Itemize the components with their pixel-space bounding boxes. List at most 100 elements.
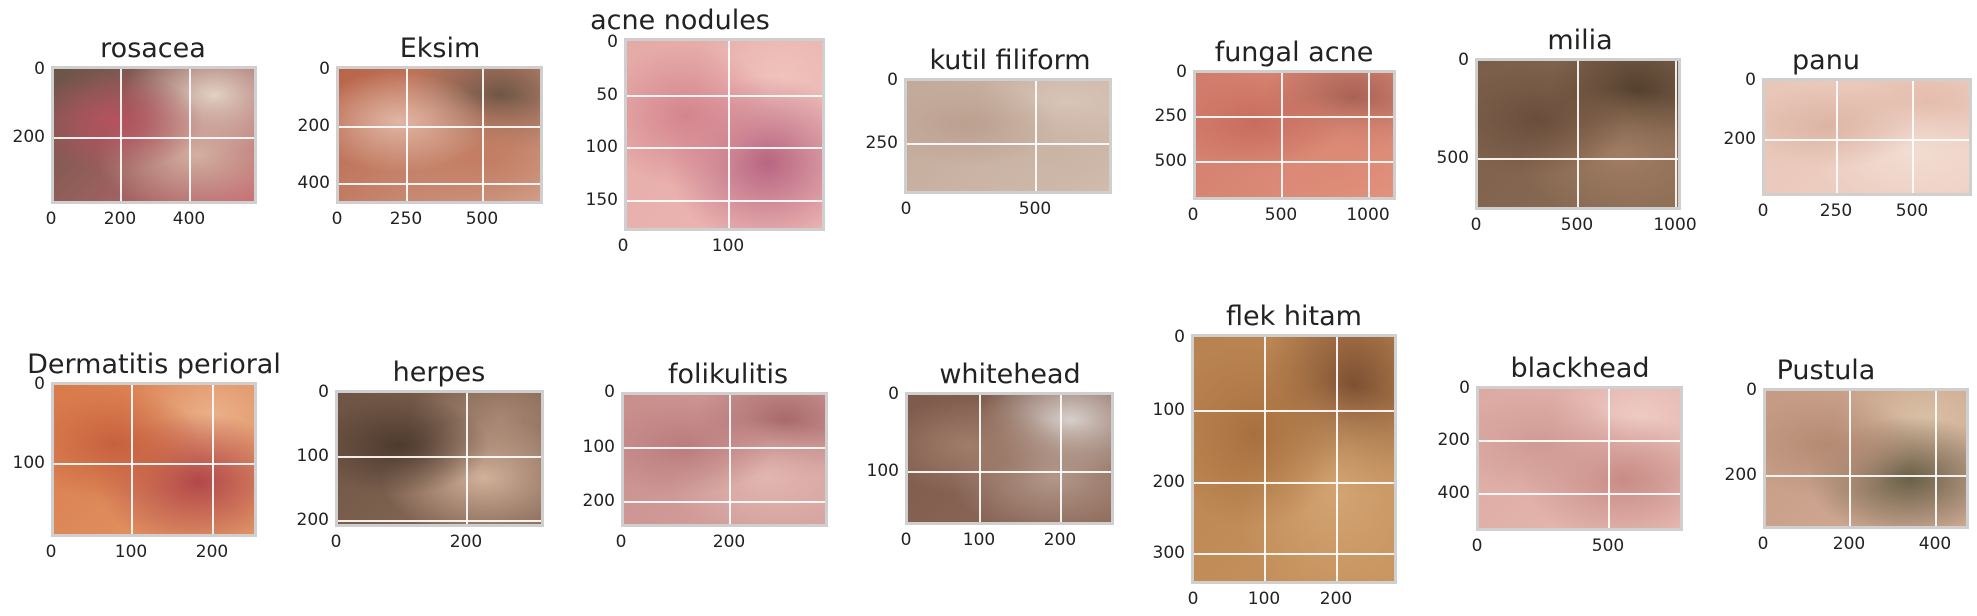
y-tick-label: 50 (596, 85, 618, 105)
x-tick-label: 500 (1591, 536, 1625, 556)
gridline-vertical (1281, 73, 1283, 197)
x-tick-label: 100 (1247, 589, 1281, 609)
gridline-horizontal (1765, 139, 1969, 141)
y-tick-label: 100 (296, 446, 329, 466)
gridline-vertical (1060, 395, 1062, 522)
x-tick-label: 100 (114, 542, 148, 562)
x-tick-label: 1000 (1653, 215, 1697, 235)
x-tick-label: 1000 (1346, 205, 1390, 225)
y-tick-label: 100 (582, 437, 615, 457)
skin-photo (624, 38, 825, 231)
gridline-vertical (1368, 73, 1370, 197)
skin-photo (1193, 70, 1396, 200)
y-tick-label: 0 (1745, 70, 1756, 90)
x-tick-label: 200 (103, 209, 137, 229)
y-tick-label: 100 (866, 461, 899, 481)
x-tick-label: 0 (1187, 589, 1199, 609)
y-tick-label: 100 (1152, 400, 1185, 420)
panel-title: herpes (392, 357, 486, 388)
x-tick-label: 0 (331, 209, 343, 229)
x-tick-label: 0 (617, 236, 629, 256)
y-tick-label: 200 (582, 491, 615, 511)
skin-photo (1763, 388, 1969, 529)
gridline-vertical (482, 69, 484, 201)
gridline-vertical (120, 69, 122, 201)
skin-photo (1762, 78, 1972, 196)
gridline-horizontal (1479, 440, 1680, 442)
gridline-horizontal (339, 183, 540, 185)
y-tick-label: 200 (1152, 472, 1185, 492)
y-tick-label: 500 (1436, 148, 1469, 168)
y-tick-label: 0 (34, 59, 45, 79)
x-tick-label: 200 (1319, 589, 1353, 609)
gridline-vertical (1836, 81, 1838, 193)
gridline-vertical (189, 69, 191, 201)
gridline-horizontal (627, 147, 822, 149)
gridline-horizontal (1196, 161, 1393, 163)
skin-photo (51, 382, 257, 537)
y-tick-label: 0 (604, 382, 615, 402)
y-tick-label: 0 (1459, 378, 1470, 398)
y-tick-label: 200 (296, 510, 329, 530)
gridline-horizontal (1766, 475, 1966, 477)
y-tick-label: 200 (12, 127, 45, 147)
x-tick-label: 0 (900, 530, 912, 550)
gridline-vertical (728, 41, 730, 228)
gridline-horizontal (627, 95, 822, 97)
gridline-vertical (1849, 391, 1851, 526)
x-tick-label: 400 (172, 209, 206, 229)
gridline-horizontal (907, 143, 1109, 145)
panel-title: Eksim (399, 33, 481, 64)
y-tick-label: 400 (1437, 483, 1470, 503)
x-tick-label: 100 (711, 236, 745, 256)
gridline-vertical (131, 385, 133, 534)
y-tick-label: 200 (1437, 430, 1470, 450)
gridline-horizontal (908, 471, 1111, 473)
gridline-horizontal (1194, 482, 1394, 484)
gridline-vertical (406, 69, 408, 201)
y-tick-label: 0 (887, 70, 898, 90)
gridline-horizontal (624, 447, 825, 449)
gridline-horizontal (338, 456, 541, 458)
panel-title: rosacea (100, 33, 206, 64)
x-tick-label: 0 (1471, 536, 1483, 556)
y-tick-label: 250 (1154, 106, 1187, 126)
gridline-vertical (1608, 389, 1610, 528)
y-tick-label: 200 (1724, 465, 1757, 485)
y-tick-label: 0 (34, 374, 45, 394)
x-tick-label: 0 (1187, 205, 1199, 225)
gridline-vertical (1035, 81, 1037, 191)
gridline-vertical (1577, 61, 1579, 207)
gridline-horizontal (627, 200, 822, 202)
panel-title: blackhead (1510, 353, 1650, 384)
y-tick-label: 400 (297, 173, 330, 193)
gridline-vertical (1264, 337, 1266, 581)
x-tick-label: 0 (1470, 215, 1482, 235)
x-tick-label: 500 (1264, 205, 1298, 225)
y-tick-label: 0 (1176, 62, 1187, 82)
y-tick-label: 0 (607, 32, 618, 52)
panel-title: acne nodules (590, 5, 770, 36)
panel-title: flek hitam (1226, 301, 1362, 332)
gridline-vertical (1935, 391, 1937, 526)
panel-title: fungal acne (1214, 37, 1374, 68)
y-tick-label: 0 (318, 382, 329, 402)
panel-title: Dermatitis perioral (27, 349, 281, 380)
y-tick-label: 150 (585, 190, 618, 210)
skin-photo (905, 392, 1114, 525)
gridline-horizontal (1196, 116, 1393, 118)
x-tick-label: 0 (1757, 201, 1769, 221)
x-tick-label: 200 (712, 532, 746, 552)
gridline-horizontal (338, 520, 541, 522)
x-tick-label: 100 (962, 530, 996, 550)
panel-title: milia (1547, 25, 1613, 56)
x-tick-label: 500 (1560, 215, 1594, 235)
x-tick-label: 500 (1018, 199, 1052, 219)
panel-title: panu (1792, 45, 1860, 76)
x-tick-label: 500 (1895, 201, 1929, 221)
skin-photo (621, 392, 828, 527)
x-tick-label: 0 (45, 209, 57, 229)
x-tick-label: 400 (1918, 534, 1952, 554)
x-tick-label: 0 (615, 532, 627, 552)
gridline-horizontal (1478, 158, 1678, 160)
